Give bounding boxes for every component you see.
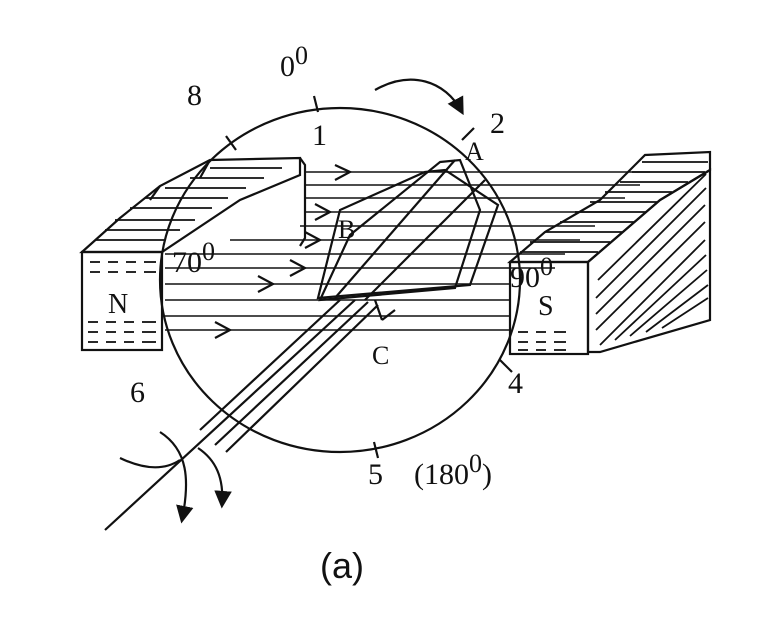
shaft-rotation-arrow-right: [119, 457, 181, 469]
field-arrow: [214, 321, 233, 339]
label-90-degrees: 900: [510, 252, 553, 294]
label-5: 5: [368, 458, 383, 491]
label-1: 1: [312, 119, 327, 152]
north-pole-magnet: N: [79, 156, 307, 352]
figure-caption: (a): [320, 545, 364, 586]
field-arrow: [257, 275, 276, 293]
shaft-line: [104, 299, 356, 531]
rotation-circle: [158, 106, 522, 454]
field-arrow: [334, 164, 353, 181]
shaft-rotation-arrow-left: [159, 431, 194, 524]
label-0-degrees: 00: [280, 41, 308, 83]
label-c: C: [372, 341, 389, 370]
magnetic-field-lines: [165, 164, 650, 339]
label-2: 2: [490, 107, 505, 140]
field-arrow: [289, 259, 308, 277]
south-pole-magnet: S: [507, 150, 712, 356]
north-pole-hatching: [88, 167, 282, 343]
label-4: 4: [508, 367, 523, 400]
south-pole-hatching: [518, 161, 709, 351]
label-270-degrees: 700: [172, 237, 215, 279]
shaft-rotation-arrow-front: [197, 447, 232, 509]
armature-coil: [104, 158, 500, 531]
label-6: 6: [130, 376, 145, 409]
label-b: B: [338, 215, 355, 244]
north-pole-top: [79, 156, 302, 254]
tick-8: [225, 135, 237, 151]
tick-4: [499, 359, 513, 373]
field-arrow: [314, 203, 333, 221]
label-a: A: [465, 137, 484, 166]
rotation-direction-arrow: [374, 78, 464, 116]
south-pole-label: S: [538, 291, 554, 322]
north-pole-label: N: [108, 289, 128, 320]
tick-2: [461, 127, 475, 141]
tick-1: [312, 95, 320, 113]
field-arrow: [304, 231, 323, 249]
south-pole-side: [586, 168, 712, 354]
tick-5: [372, 441, 380, 459]
label-180-degrees: (1800): [414, 449, 492, 491]
south-pole-top: [507, 150, 712, 264]
label-8: 8: [187, 79, 202, 112]
